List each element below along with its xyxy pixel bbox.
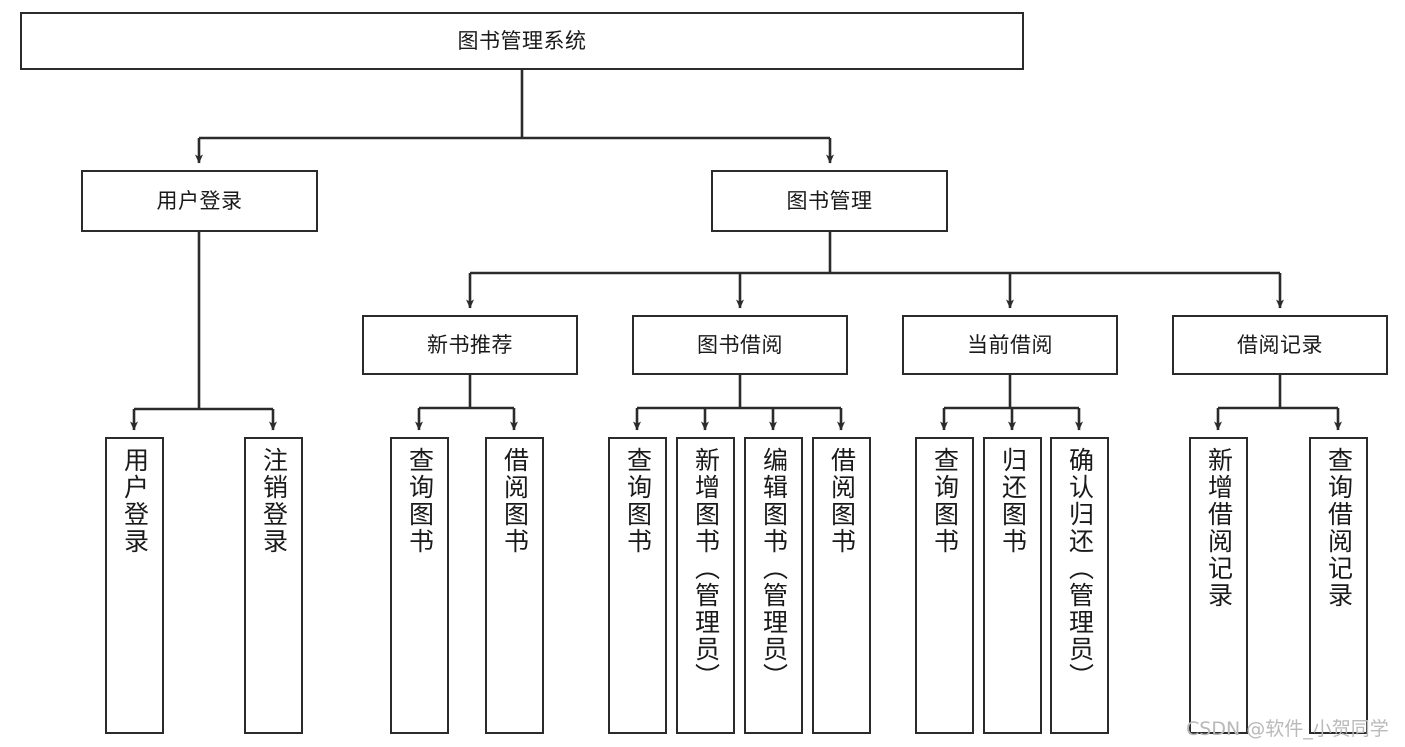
node-leaf-add-record-label: 新增借阅记录 bbox=[1204, 447, 1234, 609]
node-leaf-user-login-label: 用户登录 bbox=[120, 447, 150, 555]
node-leaf-return-book[interactable]: 归还图书 bbox=[983, 437, 1042, 734]
node-leaf-user-logout[interactable]: 注销登录 bbox=[244, 437, 303, 734]
node-borrow-record[interactable]: 借阅记录 bbox=[1172, 315, 1388, 375]
node-leaf-add-book-label: 新增图书（管理员） bbox=[691, 447, 721, 690]
node-leaf-edit-book[interactable]: 编辑图书（管理员） bbox=[744, 437, 803, 734]
node-borrow-record-label: 借阅记录 bbox=[1237, 332, 1323, 357]
node-current-borrow-label: 当前借阅 bbox=[967, 332, 1053, 357]
node-leaf-query-record-label: 查询借阅记录 bbox=[1324, 447, 1354, 609]
node-leaf-user-logout-label: 注销登录 bbox=[259, 447, 289, 555]
node-leaf-add-book[interactable]: 新增图书（管理员） bbox=[676, 437, 735, 734]
node-leaf-query-record[interactable]: 查询借阅记录 bbox=[1309, 437, 1368, 734]
node-leaf-return-book-label: 归还图书 bbox=[998, 447, 1028, 555]
node-leaf-edit-book-label: 编辑图书（管理员） bbox=[759, 447, 789, 690]
node-leaf-borrow-book-1[interactable]: 借阅图书 bbox=[485, 437, 544, 734]
node-leaf-query-book-1[interactable]: 查询图书 bbox=[390, 437, 449, 734]
node-book-borrow-label: 图书借阅 bbox=[697, 332, 783, 357]
node-new-book-recommend-label: 新书推荐 bbox=[427, 332, 513, 357]
node-leaf-borrow-book-2[interactable]: 借阅图书 bbox=[812, 437, 871, 734]
node-leaf-query-book-1-label: 查询图书 bbox=[405, 447, 435, 555]
node-leaf-query-book-3[interactable]: 查询图书 bbox=[915, 437, 974, 734]
node-new-book-recommend[interactable]: 新书推荐 bbox=[362, 315, 578, 375]
node-leaf-query-book-2-label: 查询图书 bbox=[623, 447, 653, 555]
node-book-manage-label: 图书管理 bbox=[786, 188, 873, 213]
node-user-login-label: 用户登录 bbox=[156, 188, 243, 213]
node-leaf-add-record[interactable]: 新增借阅记录 bbox=[1189, 437, 1248, 734]
node-current-borrow[interactable]: 当前借阅 bbox=[902, 315, 1118, 375]
node-leaf-query-book-3-label: 查询图书 bbox=[930, 447, 960, 555]
node-root[interactable]: 图书管理系统 bbox=[20, 12, 1024, 70]
node-leaf-confirm-return[interactable]: 确认归还（管理员） bbox=[1050, 437, 1109, 734]
node-leaf-confirm-return-label: 确认归还（管理员） bbox=[1065, 447, 1095, 690]
node-leaf-user-login[interactable]: 用户登录 bbox=[105, 437, 164, 734]
node-book-borrow[interactable]: 图书借阅 bbox=[632, 315, 848, 375]
node-leaf-borrow-book-1-label: 借阅图书 bbox=[500, 447, 530, 555]
node-leaf-borrow-book-2-label: 借阅图书 bbox=[827, 447, 857, 555]
node-root-label: 图书管理系统 bbox=[457, 28, 587, 53]
node-leaf-query-book-2[interactable]: 查询图书 bbox=[608, 437, 667, 734]
node-book-manage[interactable]: 图书管理 bbox=[711, 170, 948, 232]
node-user-login[interactable]: 用户登录 bbox=[81, 170, 318, 232]
csdn-watermark: CSDN @软件_小贺同学 bbox=[1186, 718, 1389, 740]
